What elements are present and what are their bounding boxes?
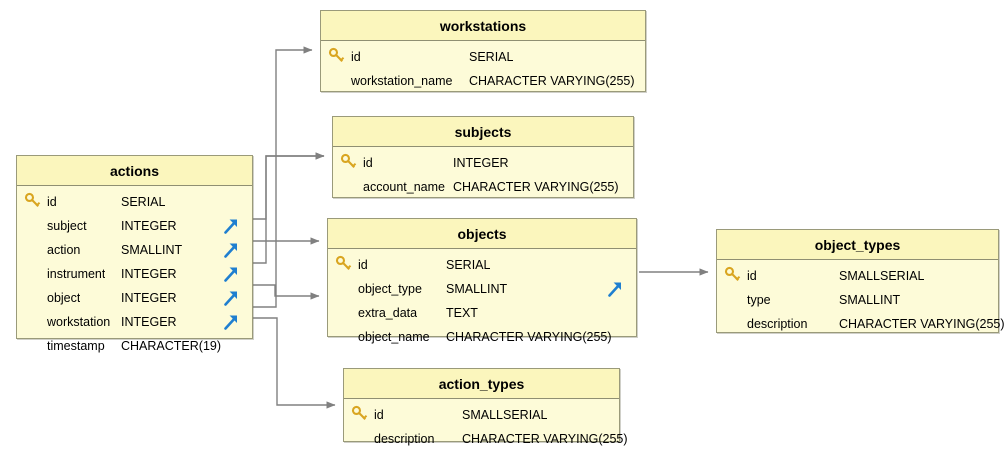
table-columns-objects: id SERIAL object_type SMALLINT extra_data TEX… bbox=[328, 249, 636, 354]
table-row[interactable]: description CHARACTER VARYING(255) bbox=[344, 427, 628, 451]
table-row[interactable]: id SMALLSERIAL bbox=[344, 403, 619, 427]
table-row[interactable]: action SMALLINT bbox=[17, 238, 252, 262]
column-name: instrument bbox=[47, 267, 106, 281]
column-type: SERIAL bbox=[121, 195, 166, 209]
column-name: workstation_name bbox=[351, 74, 453, 88]
fk-arrow-icon bbox=[604, 277, 626, 301]
relationship-connector bbox=[253, 317, 336, 409]
column-type: SMALLSERIAL bbox=[462, 408, 548, 422]
column-type: SERIAL bbox=[469, 50, 514, 64]
column-type: CHARACTER VARYING(255) bbox=[453, 180, 619, 194]
fk-arrow-icon bbox=[220, 214, 242, 238]
table-title-subjects: subjects bbox=[333, 117, 633, 147]
column-name: extra_data bbox=[358, 306, 418, 320]
table-row[interactable]: description CHARACTER VARYING(255) bbox=[717, 312, 1004, 336]
table-title-action_types: action_types bbox=[344, 369, 619, 399]
key-icon bbox=[23, 190, 45, 214]
table-title-objects: objects bbox=[328, 219, 636, 249]
column-name: description bbox=[747, 317, 808, 331]
table-row[interactable]: object_name CHARACTER VARYING(255) bbox=[328, 325, 636, 349]
fk-arrow-icon bbox=[220, 262, 242, 286]
fk-arrow-icon bbox=[220, 238, 242, 262]
column-type: INTEGER bbox=[121, 291, 177, 305]
table-title-actions: actions bbox=[17, 156, 252, 186]
table-row[interactable]: account_name CHARACTER VARYING(255) bbox=[333, 175, 633, 199]
table-row[interactable]: type SMALLINT bbox=[717, 288, 998, 312]
column-name: id bbox=[363, 156, 373, 170]
table-row[interactable]: instrument INTEGER bbox=[17, 262, 252, 286]
table-row[interactable]: object_type SMALLINT bbox=[328, 277, 636, 301]
table-row[interactable]: id INTEGER bbox=[333, 151, 633, 175]
key-icon bbox=[339, 151, 361, 175]
key-icon bbox=[350, 403, 372, 427]
column-name: timestamp bbox=[47, 339, 105, 353]
column-type: INTEGER bbox=[121, 267, 177, 281]
column-type: INTEGER bbox=[121, 219, 177, 233]
column-name: account_name bbox=[363, 180, 446, 194]
relationship-connector bbox=[253, 152, 325, 220]
column-type: CHARACTER(19) bbox=[121, 339, 222, 353]
table-row[interactable]: id SERIAL bbox=[321, 45, 645, 69]
column-type: SMALLINT bbox=[446, 282, 508, 296]
column-type: INTEGER bbox=[121, 315, 177, 329]
column-name: object bbox=[47, 291, 81, 305]
table-row[interactable]: timestamp CHARACTER(19) bbox=[17, 334, 252, 358]
column-type: SERIAL bbox=[446, 258, 491, 272]
key-icon bbox=[723, 264, 745, 288]
table-workstations[interactable]: workstations id SERIAL workstation_name CHAR… bbox=[320, 10, 646, 92]
key-icon bbox=[327, 45, 349, 69]
column-type: CHARACTER VARYING(255) bbox=[446, 330, 612, 344]
table-subjects[interactable]: subjects id INTEGER account_name CHARACTER V… bbox=[332, 116, 634, 198]
column-type: INTEGER bbox=[453, 156, 509, 170]
table-row[interactable]: object INTEGER bbox=[17, 286, 252, 310]
column-type: CHARACTER VARYING(255) bbox=[839, 317, 1004, 331]
relationship-connector bbox=[253, 46, 313, 308]
relationship-connector bbox=[253, 284, 320, 300]
table-title-object_types: object_types bbox=[717, 230, 998, 260]
table-objects[interactable]: objects id SERIAL object_type SMALLINT extra_… bbox=[327, 218, 637, 344]
table-row[interactable]: id SERIAL bbox=[328, 253, 636, 277]
key-icon bbox=[334, 253, 356, 277]
relationship-connector bbox=[253, 152, 325, 264]
column-name: id bbox=[351, 50, 361, 64]
column-name: object_name bbox=[358, 330, 430, 344]
fk-arrow-icon bbox=[220, 286, 242, 310]
table-row[interactable]: workstation INTEGER bbox=[17, 310, 252, 334]
column-type: SMALLSERIAL bbox=[839, 269, 925, 283]
table-row[interactable]: extra_data TEXT bbox=[328, 301, 636, 325]
column-name: id bbox=[47, 195, 57, 209]
column-name: id bbox=[747, 269, 757, 283]
table-row[interactable]: id SERIAL bbox=[17, 190, 252, 214]
column-name: subject bbox=[47, 219, 87, 233]
table-row[interactable]: workstation_name CHARACTER VARYING(255) bbox=[321, 69, 645, 93]
column-name: object_type bbox=[358, 282, 422, 296]
column-name: description bbox=[374, 432, 435, 446]
column-name: id bbox=[358, 258, 368, 272]
table-columns-action_types: id SMALLSERIAL description CHARACTER VARYIN… bbox=[344, 399, 628, 456]
column-type: CHARACTER VARYING(255) bbox=[462, 432, 628, 446]
table-columns-subjects: id INTEGER account_name CHARACTER VARYING(2… bbox=[333, 147, 633, 204]
table-row[interactable]: subject INTEGER bbox=[17, 214, 252, 238]
column-name: type bbox=[747, 293, 771, 307]
column-type: TEXT bbox=[446, 306, 478, 320]
table-row[interactable]: id SMALLSERIAL bbox=[717, 264, 998, 288]
table-columns-object_types: id SMALLSERIAL type SMALLINT description CHAR… bbox=[717, 260, 1004, 341]
fk-arrow-icon bbox=[220, 310, 242, 334]
column-type: CHARACTER VARYING(255) bbox=[469, 74, 635, 88]
table-title-workstations: workstations bbox=[321, 11, 645, 41]
column-name: workstation bbox=[47, 315, 111, 329]
column-type: SMALLINT bbox=[839, 293, 901, 307]
table-columns-workstations: id SERIAL workstation_name CHARACTER VARYIN… bbox=[321, 41, 645, 98]
column-name: id bbox=[374, 408, 384, 422]
column-type: SMALLINT bbox=[121, 243, 183, 257]
column-name: action bbox=[47, 243, 81, 257]
